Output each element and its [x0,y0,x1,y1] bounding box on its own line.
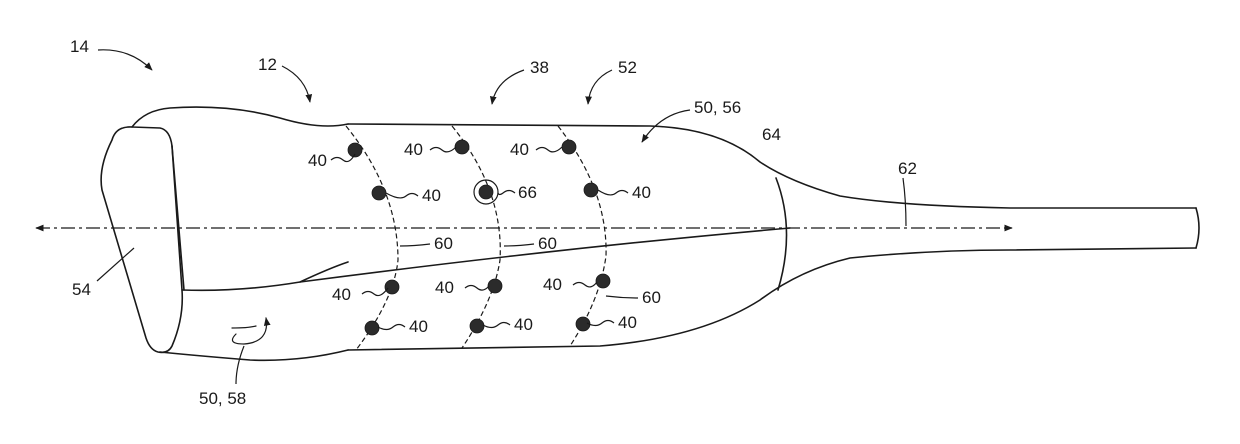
ref-64: 64 [762,125,781,144]
ref-38: 38 [530,58,549,77]
sensor-label: 40 [332,285,351,304]
sensor [596,274,610,288]
sensor-label: 40 [514,315,533,334]
sensor-label: 40 [308,151,327,170]
sensor [372,186,386,200]
ref-60-a: 60 [434,234,453,253]
special-sensor [474,180,498,204]
sensor-label: 40 [618,313,637,332]
sensor-label: 40 [632,183,651,202]
sensor-band-3 [558,126,606,346]
sensor-label: 40 [409,317,428,336]
sensors [348,140,610,335]
sensor-band-2 [452,126,500,348]
sensor [584,183,598,197]
sensor [365,321,379,335]
ref-54: 54 [72,280,91,299]
sensor [385,280,399,294]
sensor-label: 40 [435,278,454,297]
probe-head-face [101,127,182,352]
callout-arrows [97,50,906,384]
sensor-band-1 [346,126,398,350]
sensor-label: 40 [543,275,562,294]
ref-60-c: 60 [642,288,661,307]
sensor-leaders [331,147,628,330]
ref-12: 12 [258,55,277,74]
ref-50-58: 50, 58 [199,389,246,408]
ref-52: 52 [618,58,637,77]
sensor [562,140,576,154]
probe-body [101,107,1199,360]
sensor-label: 40 [404,140,423,159]
ref-62: 62 [898,159,917,178]
ref-50-56: 50, 56 [694,98,741,117]
sensor [470,319,484,333]
ref-60-b: 60 [538,234,557,253]
ref-14: 14 [70,37,89,56]
sensor [488,279,502,293]
sensor-labels: 40 40 40 40 40 40 40 40 40 40 40 [308,140,651,336]
sensor-label: 40 [422,186,441,205]
rotation-arrow [232,318,266,344]
sensor [455,140,469,154]
sensor-label: 40 [510,140,529,159]
ref-66: 66 [518,183,537,202]
